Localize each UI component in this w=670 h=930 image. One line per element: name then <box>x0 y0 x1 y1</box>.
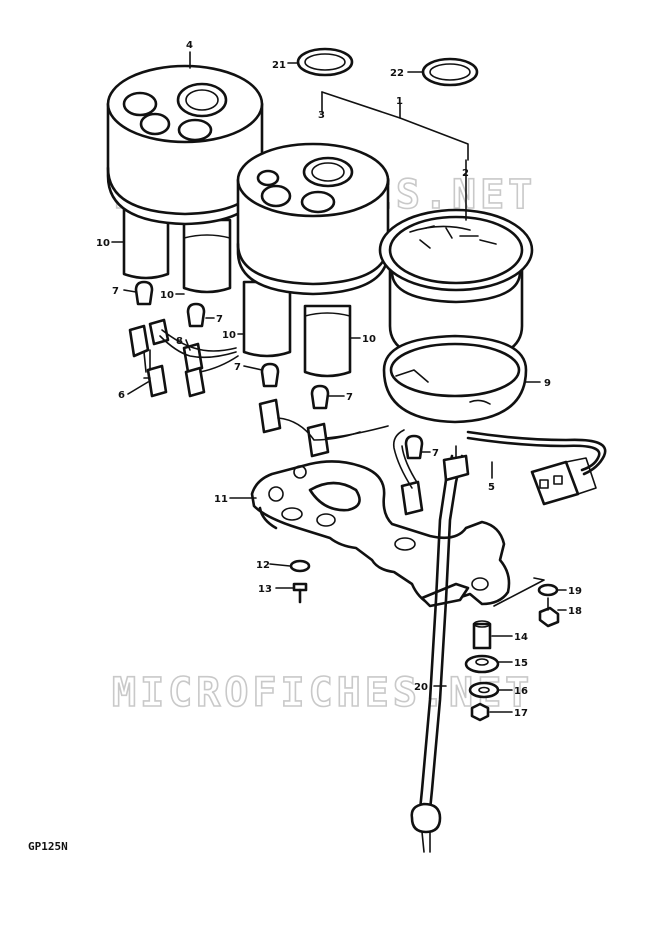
callout-19: 19 <box>568 586 582 597</box>
washer-16 <box>468 681 500 699</box>
watermark-bottom: MICROFICHES.NET <box>112 670 533 716</box>
washer-19 <box>537 583 559 597</box>
callout-14: 14 <box>514 632 528 643</box>
callout-7-a: 7 <box>112 286 119 297</box>
bulb-7-e <box>404 434 424 460</box>
nut-17 <box>470 702 490 722</box>
callout-1: 1 <box>396 96 403 107</box>
bolt-18 <box>538 597 560 628</box>
callout-17: 17 <box>514 708 528 719</box>
callout-9: 9 <box>544 378 551 389</box>
callout-22: 22 <box>390 68 404 79</box>
callout-5: 5 <box>488 482 495 493</box>
callout-11: 11 <box>214 494 228 505</box>
socket-6-f <box>400 480 424 516</box>
gauge-housing-3 <box>236 142 390 296</box>
boot-10-upper-right <box>182 218 232 294</box>
callout-labels: 4 21 22 1 3 2 10 10 10 10 7 7 7 7 7 8 6 … <box>96 40 582 719</box>
grommet-15 <box>464 654 500 674</box>
socket-6-c <box>182 342 206 398</box>
bulb-7-d <box>310 384 330 410</box>
socket-6-a <box>128 318 170 358</box>
callout-16: 16 <box>514 686 528 697</box>
callout-12: 12 <box>256 560 270 571</box>
ring-21 <box>296 47 354 77</box>
callout-21: 21 <box>272 60 286 71</box>
callout-20: 20 <box>414 682 428 693</box>
callout-4: 4 <box>186 40 193 51</box>
leader-lines <box>111 51 567 713</box>
gauge-meter-2 <box>378 208 534 371</box>
mounting-ring-9 <box>382 334 528 424</box>
socket-6-b <box>143 364 168 398</box>
callout-8: 8 <box>176 336 183 347</box>
wiring-harness-5 <box>466 430 607 506</box>
boot-10-mid-left <box>242 280 292 358</box>
callout-13: 13 <box>258 584 272 595</box>
spacer-14 <box>472 620 492 650</box>
bracket-11 <box>250 460 511 608</box>
callout-15: 15 <box>514 658 528 669</box>
screw-13 <box>292 582 308 604</box>
callout-3: 3 <box>318 110 325 121</box>
callout-2: 2 <box>462 168 469 179</box>
bulb-7-b <box>186 302 206 328</box>
callout-18: 18 <box>568 606 582 617</box>
washer-12 <box>289 559 311 573</box>
speedo-cable-20 <box>410 445 470 853</box>
boot-10-mid-right <box>303 304 352 378</box>
ring-22 <box>421 57 479 87</box>
callout-7-d: 7 <box>346 392 353 403</box>
diagram-code: GP125N <box>28 840 68 853</box>
bulb-7-c <box>260 362 280 388</box>
callout-7-e: 7 <box>432 448 439 459</box>
callout-10-c: 10 <box>222 330 236 341</box>
callout-7-b: 7 <box>216 314 223 325</box>
socket-6-d <box>258 398 282 434</box>
bulb-7-a <box>134 280 154 306</box>
callout-6: 6 <box>118 390 125 401</box>
boot-10-upper-left <box>122 208 170 280</box>
callout-10-d: 10 <box>362 334 376 345</box>
socket-wires <box>143 329 419 489</box>
callout-7-c: 7 <box>234 362 241 373</box>
callout-10-b: 10 <box>160 290 174 301</box>
callout-10-a: 10 <box>96 238 110 249</box>
